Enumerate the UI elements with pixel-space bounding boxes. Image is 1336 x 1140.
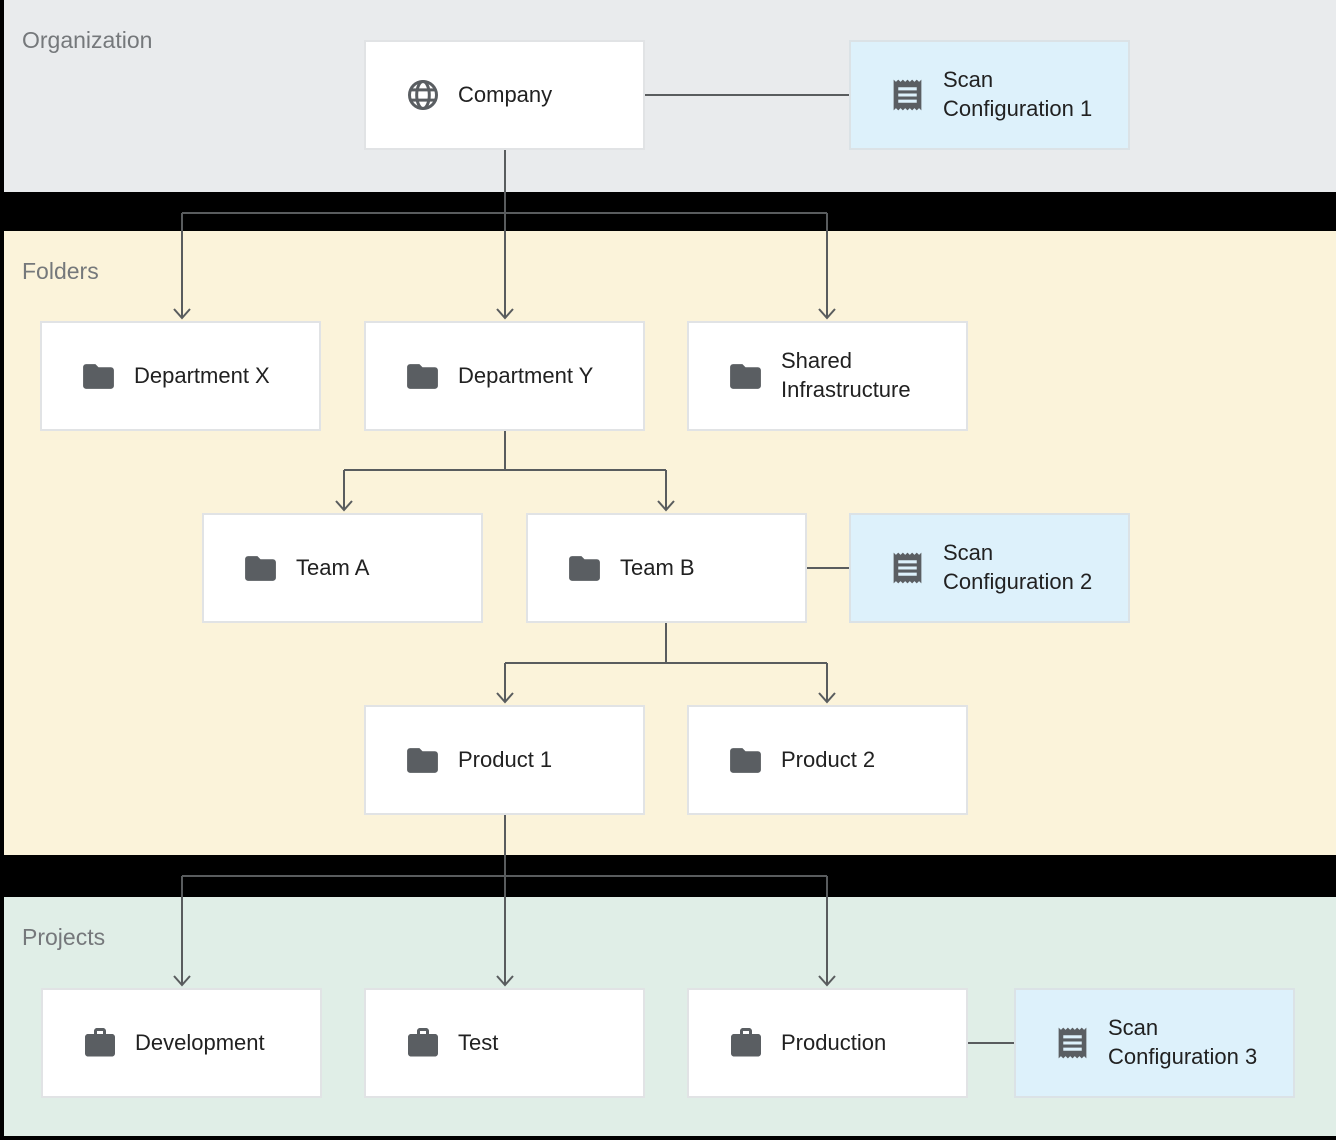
node-scan-configuration-3: Scan Configuration 3	[1014, 988, 1295, 1098]
folder-icon	[727, 358, 764, 395]
node-label: Department X	[134, 362, 270, 388]
node-label: Scan Configuration 1	[943, 67, 1093, 121]
node-team-b: Team B	[526, 513, 807, 623]
section-organization: Organization	[4, 0, 1336, 192]
node-label: Department Y	[458, 362, 594, 388]
node-development: Development	[41, 988, 322, 1098]
folder-icon	[80, 358, 117, 395]
node-label: Development	[135, 1029, 265, 1055]
briefcase-icon	[81, 1025, 118, 1061]
node-scan-configuration-1: Scan Configuration 1	[849, 40, 1130, 150]
node-label: Product 1	[458, 746, 553, 772]
node-company: Company	[364, 40, 645, 150]
folder-icon	[727, 742, 764, 779]
folder-icon	[404, 742, 441, 779]
globe-icon	[404, 77, 441, 113]
receipt-icon	[1054, 1023, 1091, 1063]
briefcase-icon	[404, 1025, 441, 1061]
node-scan-configuration-2: Scan Configuration 2	[849, 513, 1130, 623]
node-product-2: Product 2	[687, 705, 968, 815]
node-product-1: Product 1	[364, 705, 645, 815]
node-test: Test	[364, 988, 645, 1098]
node-label: Test	[458, 1029, 499, 1055]
receipt-icon	[889, 75, 926, 115]
node-label: Company	[458, 81, 553, 107]
receipt-icon	[889, 548, 926, 588]
node-label: Product 2	[781, 746, 876, 772]
node-department-y: Department Y	[364, 321, 645, 431]
node-shared-infrastructure: Shared Infrastructure	[687, 321, 968, 431]
section-projects-label: Projects	[22, 924, 106, 950]
section-folders-label: Folders	[22, 258, 99, 284]
node-team-a: Team A	[202, 513, 483, 623]
node-label: Scan Configuration 3	[1108, 1015, 1258, 1069]
section-organization-label: Organization	[22, 27, 153, 53]
briefcase-icon	[727, 1025, 764, 1061]
node-label: Shared Infrastructure	[781, 348, 911, 402]
folder-icon	[404, 358, 441, 395]
node-label: Team B	[620, 554, 695, 580]
folder-icon	[566, 550, 603, 587]
node-department-x: Department X	[40, 321, 321, 431]
node-label: Scan Configuration 2	[943, 540, 1093, 594]
node-label: Team A	[296, 554, 370, 580]
node-label: Production	[781, 1029, 887, 1055]
folder-icon	[242, 550, 279, 587]
node-production: Production	[687, 988, 968, 1098]
